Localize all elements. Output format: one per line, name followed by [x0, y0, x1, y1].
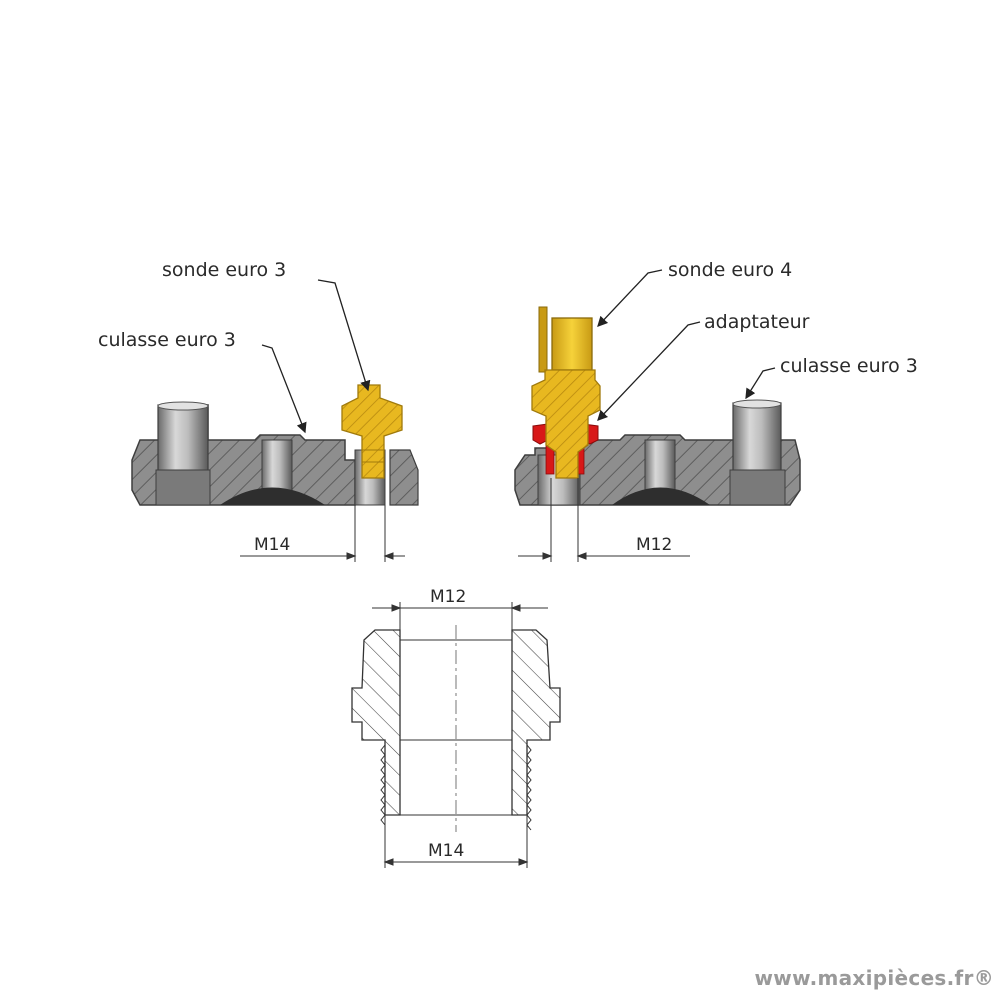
- dim-label-adapter-m12: M12: [430, 587, 466, 607]
- leader-adaptateur: [597, 321, 701, 421]
- label-culasse-euro3-right: culasse euro 3: [780, 355, 918, 377]
- dimension-right: [518, 478, 690, 562]
- leader-lines: [261, 269, 776, 434]
- dim-label-adapter-m14: M14: [428, 841, 464, 861]
- dimension-adapter-bottom: [383, 815, 529, 868]
- leader-culasse-right: [745, 367, 776, 400]
- label-sonde-euro3: sonde euro 3: [162, 259, 286, 281]
- dim-label-left-m14: M14: [254, 535, 290, 555]
- leader-sonde-euro4: [597, 269, 663, 327]
- leader-culasse-left: [261, 344, 307, 434]
- adapter-section: [351, 625, 561, 832]
- label-culasse-euro3-left: culasse euro 3: [98, 329, 236, 351]
- probe-euro3: [341, 384, 403, 479]
- left-cylinder-head: [131, 401, 419, 506]
- probe-euro4: [531, 306, 601, 479]
- right-cylinder-head: [514, 399, 801, 506]
- leader-sonde-euro3: [317, 279, 371, 392]
- watermark: www.maxipièces.fr®: [754, 966, 994, 990]
- dimension-adapter-top: [372, 602, 548, 630]
- label-sonde-euro4: sonde euro 4: [668, 259, 792, 281]
- dim-label-right-m12: M12: [636, 535, 672, 555]
- label-adaptateur: adaptateur: [704, 311, 810, 333]
- dimension-left: [240, 505, 405, 562]
